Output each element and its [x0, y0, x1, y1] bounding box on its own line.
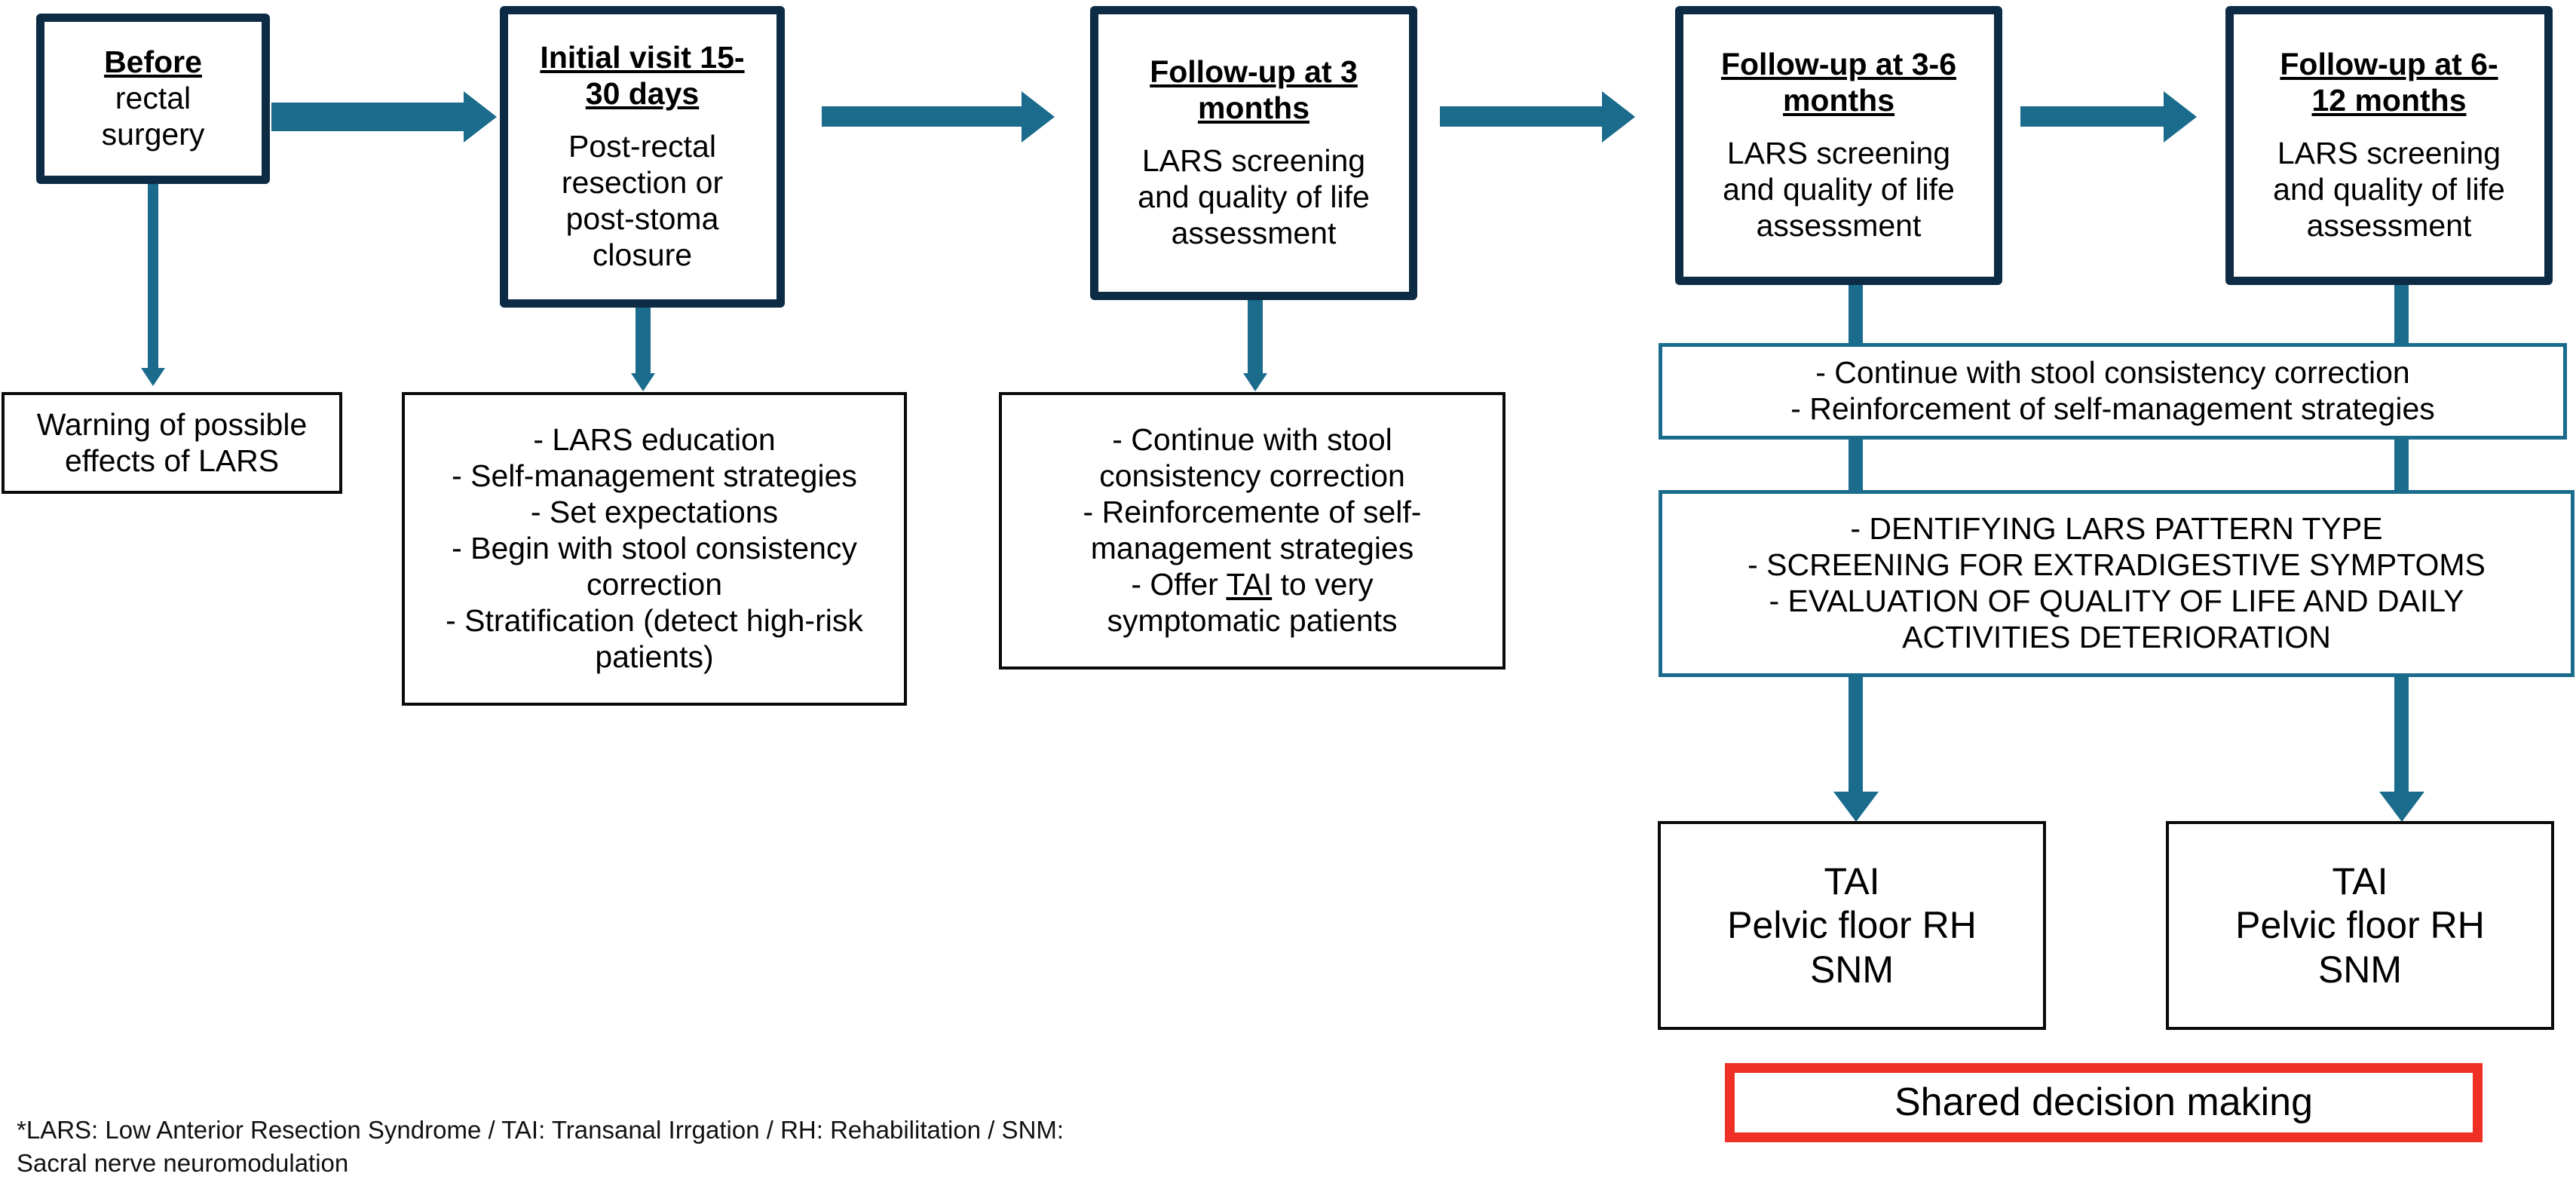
- arrow-head-initial-to-actions: [631, 373, 655, 391]
- node-body: LARS screening and quality of life asses…: [1138, 143, 1370, 251]
- connector-612m-to-continue: [2394, 285, 2409, 347]
- connector-identify-to-treatment-left: [1849, 673, 1863, 797]
- arrow-head-3m-to-36m: [1602, 91, 1635, 142]
- node-treatment-right: TAI Pelvic floor RH SNM: [2166, 821, 2554, 1030]
- node-three-month-actions: - Continue with stool consistency correc…: [999, 392, 1505, 670]
- node-title: Before: [104, 44, 202, 80]
- node-body: - Continue with stool consistency correc…: [1790, 355, 2435, 426]
- node-body-part1: - Continue with stool consistency correc…: [1083, 422, 1422, 602]
- node-body: LARS screening and quality of life asses…: [1723, 136, 1955, 244]
- arrow-head-3m-to-actions: [1243, 373, 1267, 391]
- node-body: - DENTIFYING LARS PATTERN TYPE - SCREENI…: [1747, 511, 2486, 654]
- connector-3m-to-actions: [1248, 300, 1263, 379]
- node-body-part2: to very symptomatic patients: [1107, 566, 1398, 638]
- node-body: - LARS education - Self-management strat…: [446, 422, 863, 674]
- node-body: Post-rectal resection or post-stoma clos…: [561, 129, 724, 273]
- node-treatment-left: TAI Pelvic floor RH SNM: [1658, 821, 2046, 1030]
- arrow-head-identify-to-treatment-left: [1833, 792, 1879, 822]
- node-title: Initial visit 15- 30 days: [540, 39, 745, 111]
- arrow-head-initial-to-3m: [1022, 91, 1055, 142]
- arrow-head-before-to-initial: [464, 91, 497, 142]
- node-followup-3-months: Follow-up at 3 months LARS screening and…: [1090, 6, 1417, 300]
- connector-identify-to-treatment-right: [2394, 673, 2409, 797]
- node-title: Follow-up at 3 months: [1150, 54, 1358, 125]
- connector-initial-to-actions: [636, 308, 651, 379]
- arrow-shaft-3m-to-36m: [1440, 106, 1602, 127]
- node-initial-visit: Initial visit 15- 30 days Post-rectal re…: [500, 6, 785, 308]
- node-continue-reinforcement: - Continue with stool consistency correc…: [1659, 343, 2567, 440]
- node-title: Follow-up at 3-6 months: [1720, 46, 1957, 118]
- node-body: LARS screening and quality of life asses…: [2273, 136, 2505, 244]
- connector-before-to-warning: [148, 184, 158, 374]
- node-warning-effects: Warning of possible effects of LARS: [2, 392, 342, 494]
- arrow-head-identify-to-treatment-right: [2379, 792, 2424, 822]
- connector-continue-to-identify-right: [2394, 436, 2409, 491]
- arrow-head-before-to-warning: [141, 368, 165, 386]
- node-shared-decision-making: Shared decision making: [1725, 1063, 2483, 1142]
- connector-continue-to-identify: [1849, 436, 1863, 491]
- node-body: Warning of possible effects of LARS: [36, 406, 308, 478]
- arrow-shaft-initial-to-3m: [822, 106, 1022, 127]
- node-title: Follow-up at 6- 12 months: [2280, 46, 2498, 118]
- node-initial-visit-actions: - LARS education - Self-management strat…: [402, 392, 907, 706]
- node-body: rectal surgery: [101, 81, 205, 152]
- node-body-three-month: - Continue with stool consistency correc…: [1083, 422, 1422, 639]
- node-before-rectal-surgery: Before rectal surgery: [36, 14, 270, 184]
- node-body: TAI Pelvic floor RH SNM: [2235, 860, 2485, 991]
- node-body: TAI Pelvic floor RH SNM: [1727, 860, 1977, 991]
- arrow-shaft-before-to-initial: [271, 103, 464, 131]
- tai-underlined-label: TAI: [1226, 566, 1273, 602]
- node-followup-3-6-months: Follow-up at 3-6 months LARS screening a…: [1675, 6, 2002, 285]
- node-followup-6-12-months: Follow-up at 6- 12 months LARS screening…: [2225, 6, 2553, 285]
- legend-footnote: *LARS: Low Anterior Resection Syndrome /…: [17, 1116, 1064, 1177]
- node-identify-screen-evaluate: - DENTIFYING LARS PATTERN TYPE - SCREENI…: [1659, 490, 2574, 677]
- node-body: Shared decision making: [1894, 1080, 2313, 1125]
- arrow-shaft-36m-to-612m: [2020, 106, 2164, 127]
- connector-36m-to-continue: [1849, 285, 1863, 347]
- arrow-head-36m-to-612m: [2164, 91, 2197, 142]
